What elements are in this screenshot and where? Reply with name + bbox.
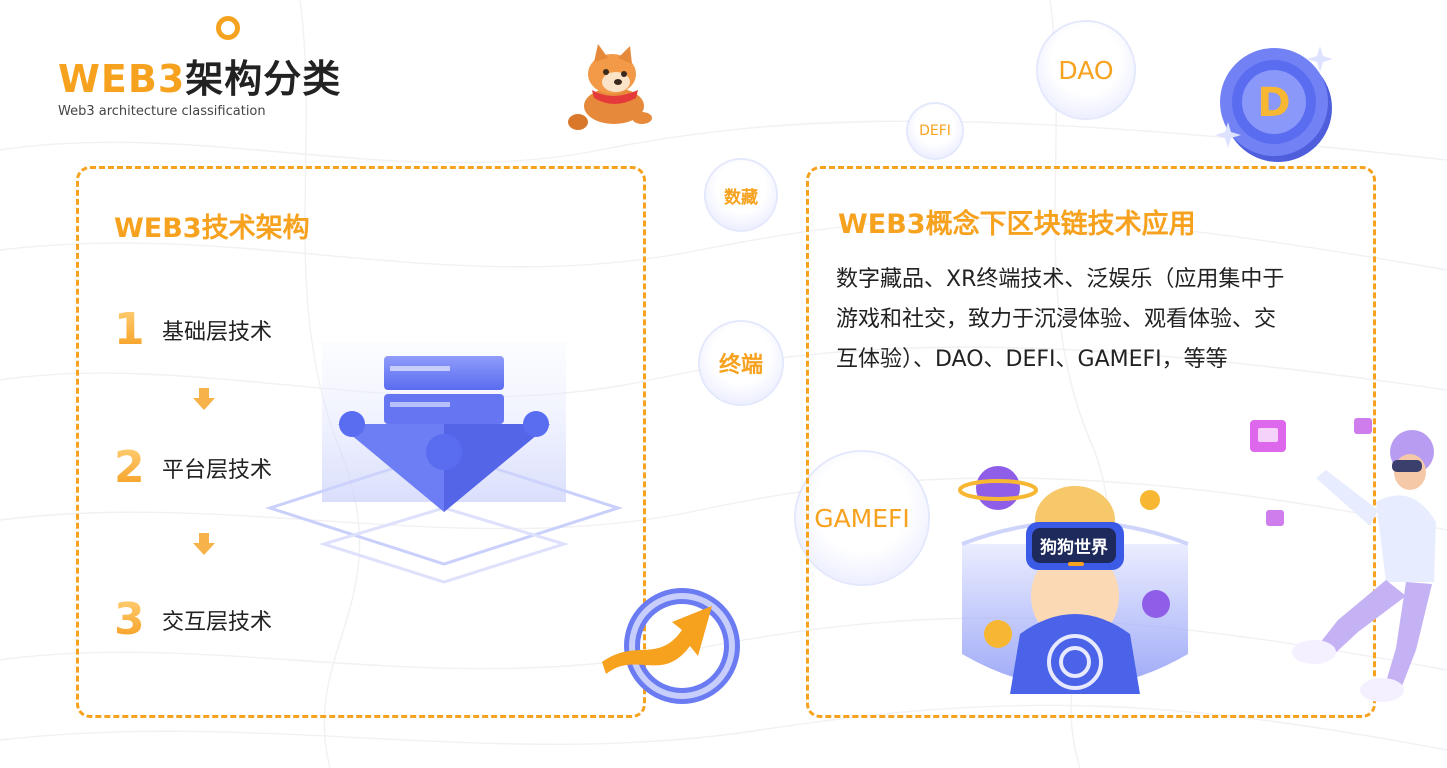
small-orb-icon	[1140, 490, 1160, 510]
bubble-dao: DAO	[1038, 22, 1134, 118]
vr-headset-label: 狗狗世界	[1032, 528, 1116, 563]
blockchain-application-panel	[806, 166, 1376, 718]
vr-headset-bar	[1068, 562, 1084, 566]
description-line: 互体验）、DAO、DEFI、GAMEFI，等等	[836, 347, 1228, 372]
down-arrow-icon	[193, 388, 215, 410]
vr-portal-icon	[961, 486, 1189, 694]
layer-item-base: 1 基础层技术	[114, 304, 272, 355]
layer-item-interaction: 3 交互层技术	[114, 594, 272, 645]
blockchain-application-description: 数字藏品、XR终端技术、泛娱乐（应用集中于 游戏和社交，致力于沉浸体验、观看体验…	[836, 260, 1284, 380]
server-stack-icon	[265, 342, 623, 584]
layer-label: 平台层技术	[162, 457, 273, 483]
growth-arrow-icon	[602, 588, 740, 704]
blockchain-application-heading: WEB3概念下区块链技术应用	[838, 209, 1196, 240]
layer-label: 基础层技术	[162, 319, 273, 345]
shiba-dog-icon	[568, 44, 652, 130]
bubble-defi: DEFI	[908, 104, 962, 158]
page-title-accent: WEB3	[58, 57, 186, 101]
bubble-gamefi: GAMEFI	[796, 452, 928, 584]
tech-architecture-heading: WEB3技术架构	[114, 213, 310, 244]
vr-user-figure-icon	[1250, 418, 1436, 702]
planet-icon	[958, 466, 1038, 510]
coin-letter: D	[1257, 80, 1290, 126]
layer-number: 2	[114, 442, 162, 493]
coin-icon: D	[1215, 46, 1333, 162]
page-title: WEB3架构分类	[58, 48, 341, 103]
tech-architecture-panel	[76, 166, 646, 718]
layer-number: 3	[114, 594, 162, 645]
layer-label: 交互层技术	[162, 609, 273, 635]
down-arrow-icon	[193, 533, 215, 555]
bubble-zhongduan: 终端	[700, 322, 782, 404]
description-line: 数字藏品、XR终端技术、泛娱乐（应用集中于	[836, 267, 1285, 292]
page-title-rest: 架构分类	[185, 57, 342, 101]
description-line: 游戏和社交，致力于沉浸体验、观看体验、交	[836, 307, 1277, 332]
bubble-shuzang: 数藏	[706, 160, 776, 230]
layer-item-platform: 2 平台层技术	[114, 442, 272, 493]
layer-number: 1	[114, 304, 162, 355]
page-subtitle: Web3 architecture classification	[58, 104, 266, 119]
ring-decoration-icon	[216, 16, 240, 40]
